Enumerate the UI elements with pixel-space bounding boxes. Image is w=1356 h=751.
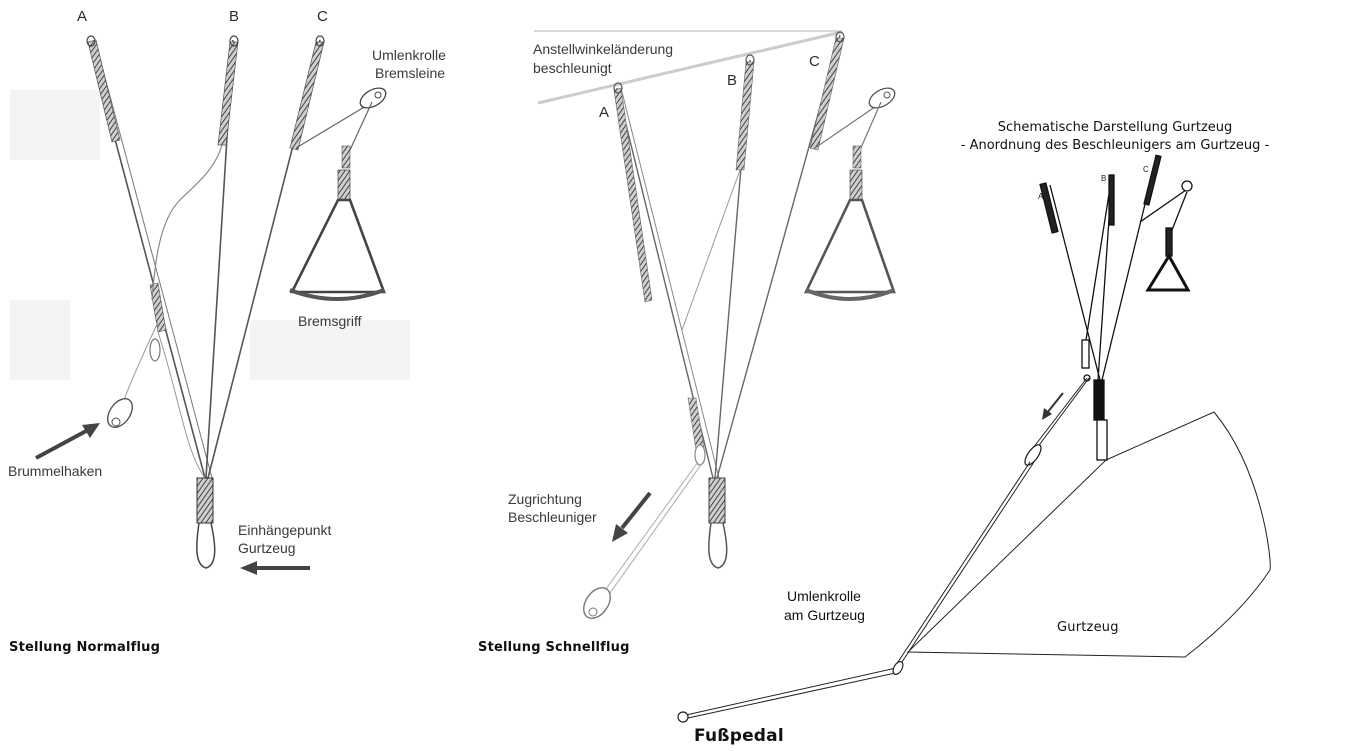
caption-normal-flight: Stellung Normalflug (9, 640, 161, 655)
brake-handle (289, 145, 386, 301)
brummel-hook (106, 321, 206, 479)
fast-riser-c (716, 31, 845, 479)
background-shading (10, 90, 410, 380)
foot-pedal-label: Fußpedal (694, 726, 784, 746)
brummel-arrow (35, 423, 100, 460)
panel-fast-flight (534, 30, 896, 619)
riser-a-label: A (77, 8, 88, 25)
riser-b-label: B (229, 8, 240, 25)
brake-pulley (295, 87, 387, 151)
attachment-point-label-1: Einhängepunkt (238, 522, 332, 538)
brummel-hook-label: Brummelhaken (8, 463, 103, 479)
pull-direction-arrow (612, 491, 652, 542)
fast-riser-b (681, 54, 755, 479)
fast-accelerator-line (583, 397, 706, 619)
harness-pulley-label-1: Umlenkrolle (787, 588, 861, 604)
attachment-arrow (240, 561, 310, 575)
angle-change-label-2: beschleunigt (533, 60, 612, 76)
harness-accelerator-line (677, 377, 1090, 723)
pull-direction-label-2: Beschleuniger (508, 509, 597, 525)
harness-label: Gurtzeug (1057, 620, 1119, 635)
harness-risers (1039, 154, 1193, 461)
harness-pulley-label-2: am Gurtzeug (784, 607, 865, 623)
harness-arrow (1042, 392, 1064, 420)
harness-heading: Schematische Darstellung Gurtzeug - Anor… (880, 119, 1350, 155)
attachment-point-label-2: Gurtzeug (238, 540, 296, 556)
harness-seat (906, 411, 1271, 658)
riser-c (207, 35, 325, 479)
fast-brake-pulley (814, 87, 896, 151)
brake-pulley-label-1: Umlenkrolle (372, 47, 446, 63)
harness-heading-line-1: Schematische Darstellung Gurtzeug (997, 120, 1233, 135)
pull-direction-label-1: Zugrichtung (508, 491, 582, 507)
harness-riser-a-label: A (1038, 192, 1044, 201)
fast-riser-a (613, 82, 720, 479)
fast-riser-c-label: C (809, 53, 820, 70)
panel-normal-flight (35, 35, 387, 575)
fast-maillon (708, 477, 728, 569)
harness-riser-b-label: B (1101, 174, 1107, 183)
riser-b (151, 35, 239, 479)
harness-heading-line-2: - Anordnung des Beschleunigers am Gurtze… (960, 138, 1270, 153)
brake-handle-label: Bremsgriff (298, 313, 362, 329)
angle-change-line (534, 30, 843, 105)
fast-riser-b-label: B (727, 72, 738, 89)
riser-c-label: C (317, 8, 328, 25)
attachment-maillon (196, 477, 216, 569)
riser-a (86, 35, 213, 479)
panel-harness (677, 154, 1271, 723)
angle-change-label-1: Anstellwinkeländerung (533, 41, 674, 57)
fast-brake-handle (803, 145, 896, 301)
harness-riser-c-label: C (1143, 165, 1149, 174)
brake-pulley-label-2: Bremsleine (375, 65, 446, 81)
fast-riser-a-label: A (599, 104, 610, 121)
caption-fast-flight: Stellung Schnellflug (478, 640, 630, 655)
